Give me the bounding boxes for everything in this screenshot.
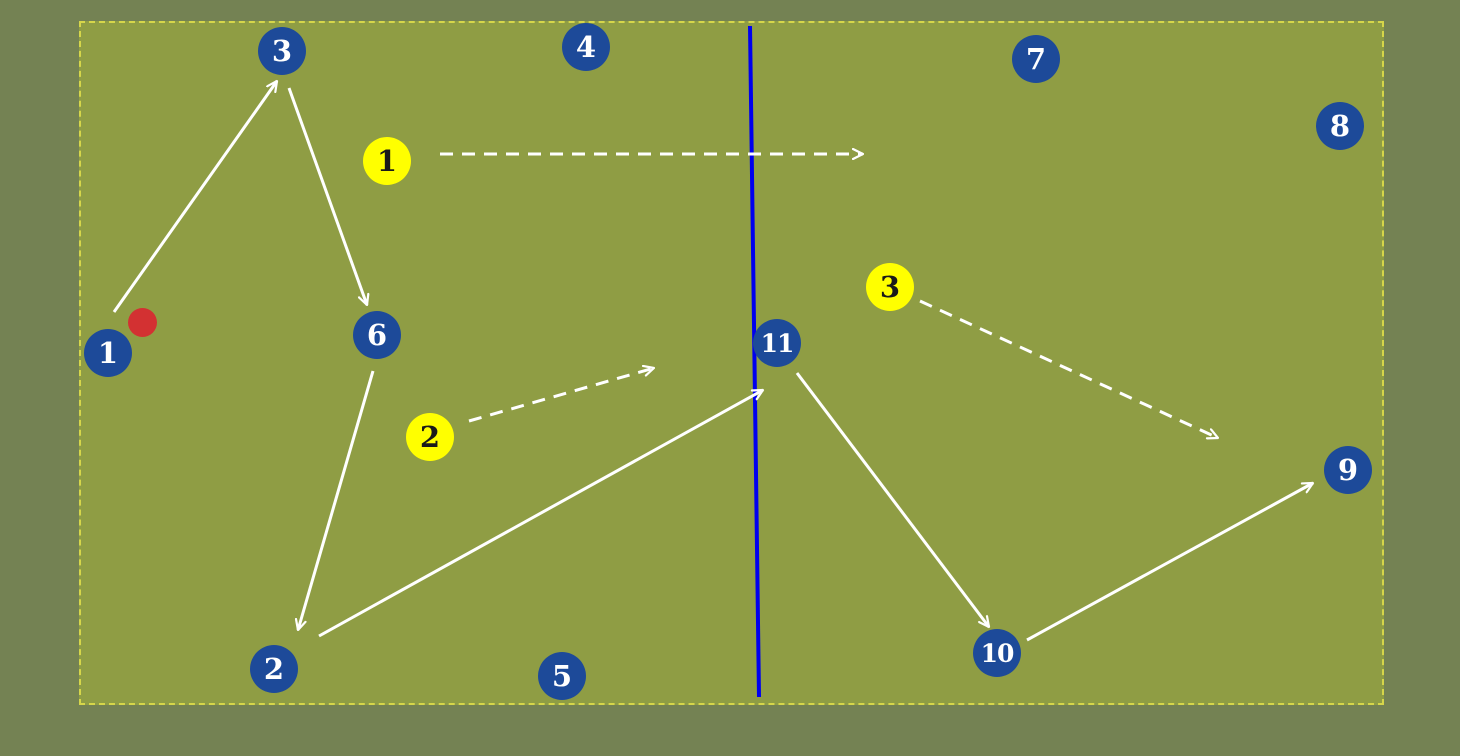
team-b-player-3[interactable]: 3 <box>866 263 914 311</box>
team-a-player-7[interactable]: 7 <box>1012 35 1060 83</box>
team-a-player-5[interactable]: 5 <box>538 652 586 700</box>
team-a-player-2[interactable]: 2 <box>250 645 298 693</box>
team-a-player-8[interactable]: 8 <box>1316 102 1364 150</box>
pitch-area <box>79 21 1384 705</box>
pass-arrow-2-to-11[interactable] <box>318 388 763 638</box>
team-a-player-9[interactable]: 9 <box>1324 446 1372 494</box>
team-b-player-1[interactable]: 1 <box>363 137 411 185</box>
ball[interactable] <box>128 308 157 337</box>
pass-arrow-10-to-9[interactable] <box>1026 481 1313 642</box>
center-line[interactable] <box>748 25 761 698</box>
run-arrow-yellow-2[interactable] <box>468 368 654 423</box>
team-a-player-1[interactable]: 1 <box>84 329 132 377</box>
team-a-player-6[interactable]: 6 <box>353 311 401 359</box>
run-arrow-yellow-3[interactable] <box>919 299 1218 438</box>
team-a-player-4[interactable]: 4 <box>562 23 610 71</box>
team-a-player-10[interactable]: 10 <box>973 629 1021 677</box>
team-a-player-3[interactable]: 3 <box>258 27 306 75</box>
pass-arrow-6-to-2[interactable] <box>298 370 375 630</box>
pass-arrow-11-to-10[interactable] <box>795 372 991 627</box>
pass-arrow-1-to-3[interactable] <box>112 81 279 313</box>
team-a-player-11[interactable]: 11 <box>753 319 801 367</box>
team-b-player-2[interactable]: 2 <box>406 413 454 461</box>
pass-arrow-3-to-6[interactable] <box>287 87 367 305</box>
